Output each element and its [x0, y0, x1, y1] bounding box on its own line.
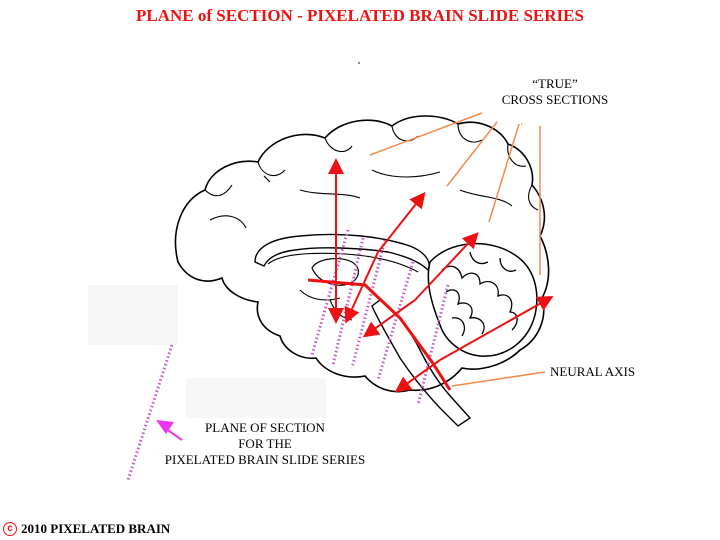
copyright-icon: c [3, 522, 17, 536]
background-patch [186, 378, 326, 418]
cross-section-arrows [328, 158, 554, 393]
footer-text: 2010 PIXELATED BRAIN [21, 521, 171, 536]
page-title: PLANE of SECTION - PIXELATED BRAIN SLIDE… [136, 6, 584, 25]
ventricle [267, 252, 419, 273]
true-section-pointers [369, 112, 541, 275]
gyri-lines [204, 123, 539, 229]
label-line: PLANE OF SECTION [205, 420, 325, 435]
dot-mark [358, 62, 360, 64]
cerebellum [427, 242, 538, 357]
neural-axis-path [307, 278, 452, 391]
plane-of-section-label: PLANE OF SECTION FOR THE PIXELATED BRAIN… [150, 420, 380, 468]
label-line: “TRUE” [532, 76, 578, 91]
label-line: PIXELATED BRAIN SLIDE SERIES [164, 452, 366, 467]
brainstem [371, 299, 472, 427]
label-line: CROSS SECTIONS [501, 92, 609, 107]
cerebellum-folia [441, 251, 518, 337]
neural-axis-label: NEURAL AXIS [550, 364, 636, 379]
plane-of-section-lines [126, 229, 450, 481]
true-cross-sections-label: “TRUE” CROSS SECTIONS [470, 76, 640, 108]
footer: c 2010 PIXELATED BRAIN [3, 521, 170, 537]
plane-arrow-icon [156, 420, 174, 434]
background-patch [88, 285, 178, 345]
neural-axis-pointer [451, 371, 546, 387]
hypothalamus [299, 289, 353, 321]
brain-outline [174, 115, 550, 393]
label-line: FOR THE [238, 436, 292, 451]
